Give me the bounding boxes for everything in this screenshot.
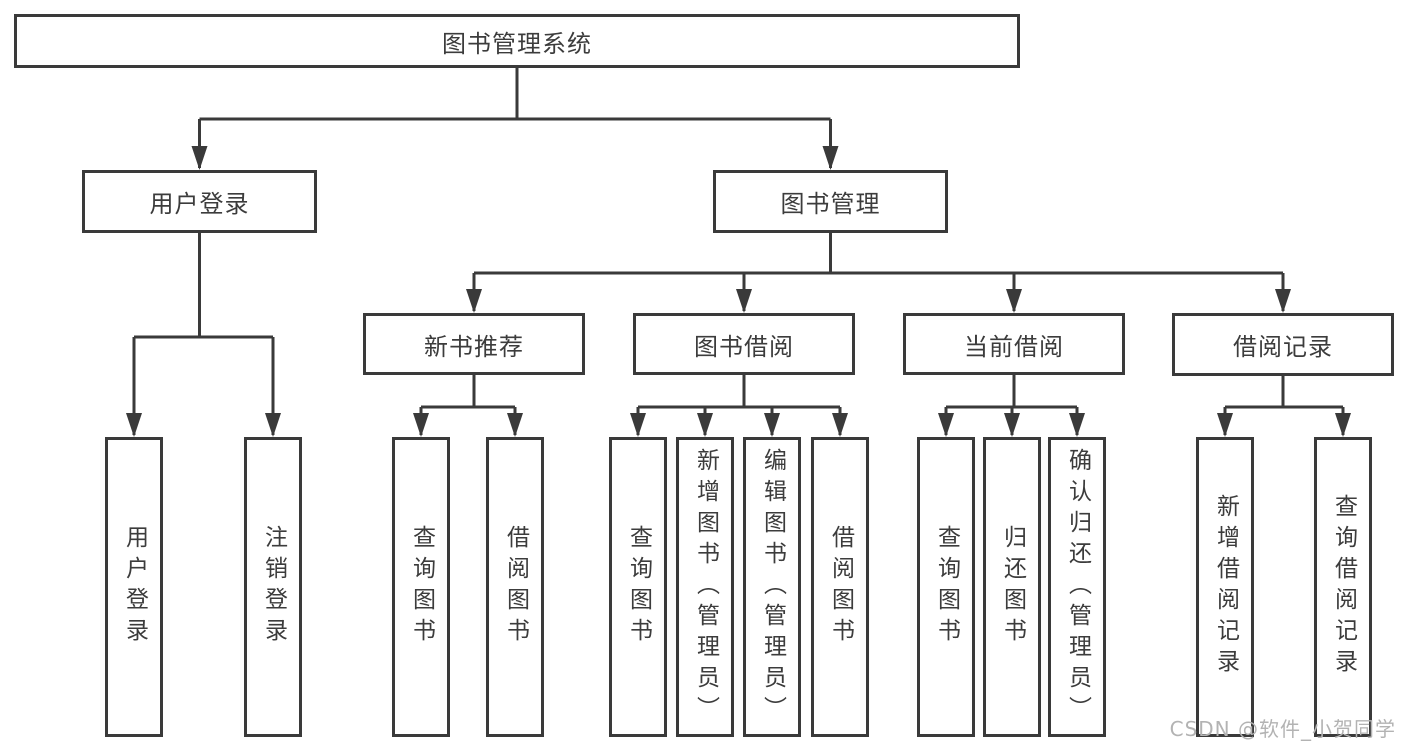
csdn-watermark: CSDN @软件_小贺同学 xyxy=(1169,717,1396,741)
node-current-borrow: 当前借阅 xyxy=(903,313,1125,375)
leaf-node-query-books: 查询图书 xyxy=(917,437,975,737)
leaf-node-query-books: 查询图书 xyxy=(609,437,667,737)
leaf-node-query-borrow-record: 查询借阅记录 xyxy=(1314,437,1372,737)
node-user-login: 用户登录 xyxy=(82,170,317,233)
leaf-node-edit-books-admin: 编辑图书（管理员） xyxy=(743,437,801,737)
leaf-label: 借阅图书 xyxy=(827,525,854,649)
leaf-label: 归还图书 xyxy=(999,525,1026,649)
leaf-node-add-books-admin: 新增图书（管理员） xyxy=(676,437,734,737)
leaf-label: 注销登录 xyxy=(260,525,287,649)
node-book-borrow: 图书借阅 xyxy=(633,313,855,375)
leaf-label: 用户登录 xyxy=(121,525,148,649)
leaf-node-confirm-return-admin: 确认归还（管理员） xyxy=(1048,437,1106,737)
leaf-node-add-borrow-record: 新增借阅记录 xyxy=(1196,437,1254,737)
leaf-label: 查询图书 xyxy=(408,525,435,649)
leaf-label: 查询图书 xyxy=(625,525,652,649)
leaf-node-logout: 注销登录 xyxy=(244,437,302,737)
node-borrow-records: 借阅记录 xyxy=(1172,313,1394,376)
leaf-label: 查询借阅记录 xyxy=(1330,494,1357,680)
node-book-management: 图书管理 xyxy=(713,170,948,233)
node-new-book-recommend: 新书推荐 xyxy=(363,313,585,375)
leaf-label: 新增图书（管理员） xyxy=(692,447,719,727)
leaf-node-borrow-books: 借阅图书 xyxy=(811,437,869,737)
leaf-label: 编辑图书（管理员） xyxy=(759,447,786,727)
leaf-node-return-books: 归还图书 xyxy=(983,437,1041,737)
leaf-label: 查询图书 xyxy=(933,525,960,649)
leaf-node-borrow-books: 借阅图书 xyxy=(486,437,544,737)
leaf-label: 借阅图书 xyxy=(502,525,529,649)
leaf-label: 确认归还（管理员） xyxy=(1064,447,1091,727)
leaf-label: 新增借阅记录 xyxy=(1212,494,1239,680)
root-node-library-system: 图书管理系统 xyxy=(14,14,1020,68)
leaf-node-query-books: 查询图书 xyxy=(392,437,450,737)
leaf-node-user-login: 用户登录 xyxy=(105,437,163,737)
